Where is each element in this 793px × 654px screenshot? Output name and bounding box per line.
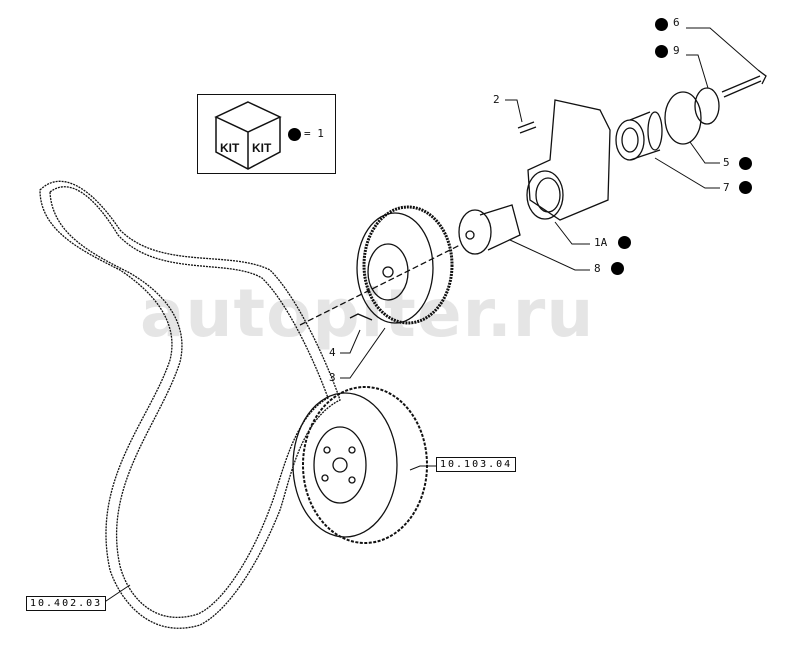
callout-1a: 1A <box>594 236 608 249</box>
callout-4: 4 <box>329 346 336 359</box>
callout-9: 9 <box>673 44 680 57</box>
kit-dot-icon <box>739 181 752 194</box>
kit-dot-icon <box>611 262 624 275</box>
bolt-6 <box>721 69 767 98</box>
kit-dot-icon <box>288 128 301 141</box>
hub <box>458 204 521 255</box>
callout-2: 2 <box>493 93 500 106</box>
callout-5: 5 <box>723 156 730 169</box>
watermark: autopiter.ru <box>140 275 595 352</box>
kit-legend: KIT KIT = 1 <box>197 94 336 174</box>
kit-dot-icon <box>655 45 668 58</box>
kit-dot-icon <box>739 157 752 170</box>
kit-dot-icon <box>618 236 631 249</box>
crankshaft-damper <box>292 386 428 544</box>
svg-text:KIT: KIT <box>220 141 240 155</box>
axis-line <box>299 244 461 326</box>
kit-box-icon: KIT KIT <box>214 101 282 170</box>
kit-dot-icon <box>655 18 668 31</box>
callout-3: 3 <box>329 371 336 384</box>
bolt-2 <box>517 121 537 134</box>
drive-belt <box>39 180 341 629</box>
tensioner-housing <box>526 99 611 221</box>
kit-equals-label: = 1 <box>304 127 324 140</box>
callout-7: 7 <box>723 181 730 194</box>
bolt-4 <box>349 313 373 321</box>
callout-8: 8 <box>594 262 601 275</box>
snap-ring <box>664 91 702 145</box>
svg-text:KIT: KIT <box>252 141 272 155</box>
reference-10-402-03[interactable]: 10.402.03 <box>26 596 107 611</box>
washer <box>694 87 720 125</box>
pulley <box>356 205 454 325</box>
bearing <box>615 111 663 161</box>
reference-10-103-04[interactable]: 10.103.04 <box>436 457 517 472</box>
callout-6: 6 <box>673 16 680 29</box>
